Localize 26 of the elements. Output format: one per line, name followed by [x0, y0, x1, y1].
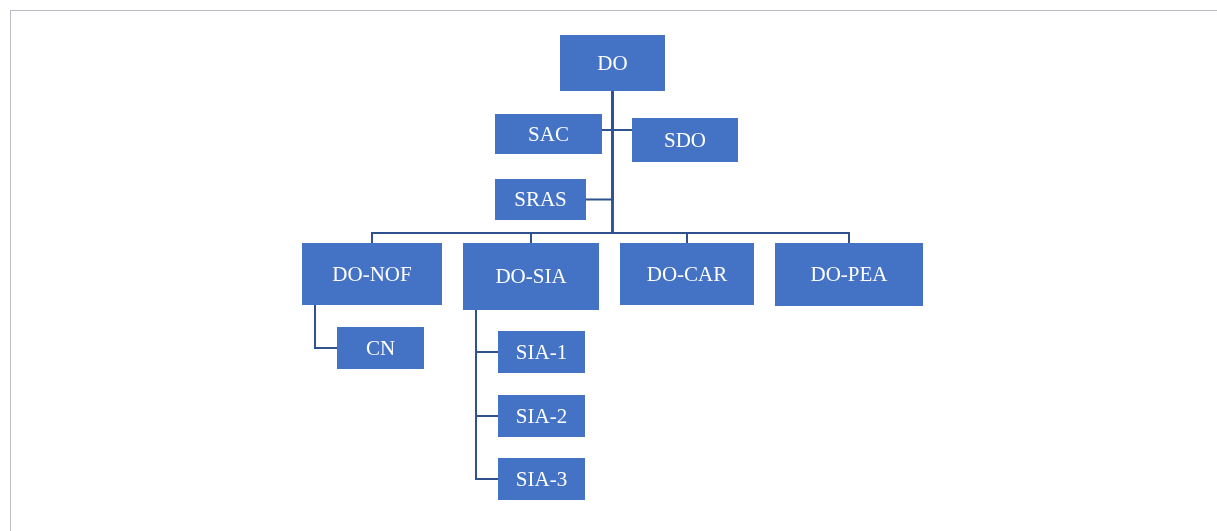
- org-box: [498, 331, 585, 373]
- org-box: [775, 243, 923, 306]
- org-box: [463, 243, 599, 310]
- org-box: [560, 35, 665, 91]
- org-box: [495, 114, 602, 154]
- org-box: [620, 243, 754, 305]
- org-box: [498, 395, 585, 437]
- box-label: CN: [365, 335, 396, 361]
- org-box: [302, 243, 442, 305]
- box-label: DO-NOF: [332, 261, 412, 287]
- box-label: SRAS: [514, 187, 567, 212]
- connector-line: [314, 304, 338, 349]
- connector-line: [475, 309, 499, 480]
- org-box: [337, 327, 424, 369]
- org-box: [495, 179, 586, 220]
- box-label: DO-PEA: [810, 262, 888, 287]
- box-label: SAC: [528, 121, 569, 147]
- box-label: SIA-2: [515, 403, 568, 429]
- box-label: DO: [597, 50, 628, 76]
- box-label: SDO: [664, 127, 706, 153]
- box-label: SIA-1: [515, 339, 568, 365]
- org-box: [498, 458, 585, 500]
- box-label: SIA-3: [515, 466, 568, 492]
- box-label: DO-CAR: [646, 261, 728, 287]
- org-box: [632, 118, 738, 162]
- box-label: DO-SIA: [495, 264, 567, 289]
